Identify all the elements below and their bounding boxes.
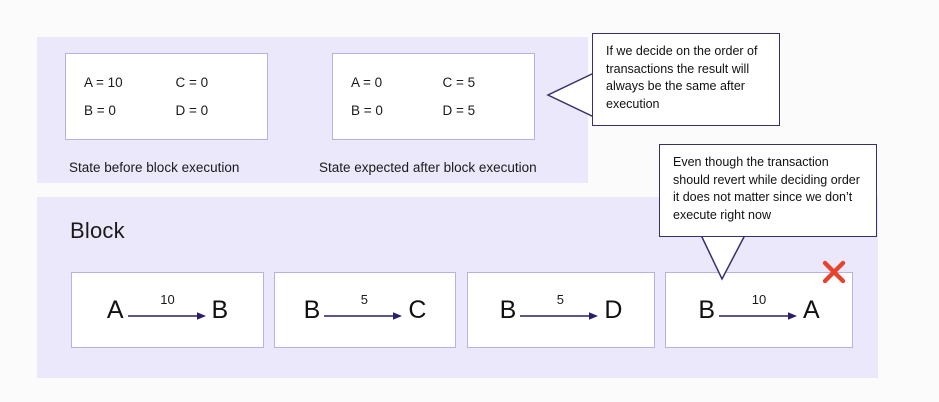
transaction-box-3: B 5 D	[467, 272, 655, 348]
state-box-before: A = 10 C = 0 B = 0 D = 0	[65, 53, 268, 140]
state-cell-d-after: D = 5	[442, 103, 476, 118]
state-cell-c-before: C = 0	[175, 74, 209, 90]
state-box-after: A = 0 C = 5 B = 0 D = 5	[332, 53, 535, 140]
transfer-arrow-icon: 5	[519, 292, 601, 325]
transfer-arrow-icon: 5	[323, 292, 405, 325]
transaction-content-4: B 10 A	[666, 273, 852, 347]
transaction-box-2: B 5 C	[274, 272, 456, 348]
transaction-amount-4: 10	[751, 292, 767, 307]
transaction-content-2: B 5 C	[275, 273, 455, 347]
callout-revert: Even though the transaction should rever…	[659, 144, 877, 237]
transaction-amount-1: 10	[160, 292, 175, 307]
callout-order: If we decide on the order of transaction…	[592, 33, 780, 126]
transaction-box-1: A 10 B	[71, 272, 264, 348]
state-cell-b-before: B = 0	[84, 103, 116, 118]
transaction-amount-3: 5	[556, 292, 564, 307]
caption-state-after: State expected after block execution	[319, 160, 537, 175]
state-grid-before: A = 10 C = 0 B = 0 D = 0	[66, 54, 267, 139]
transfer-arrow-icon: 10	[127, 292, 209, 325]
transaction-to-3: D	[604, 295, 623, 324]
state-grid-after: A = 0 C = 5 B = 0 D = 5	[333, 54, 534, 139]
callout-revert-tail	[700, 232, 760, 283]
transfer-arrow-icon: 10	[718, 292, 800, 325]
state-cell-a-after: A = 0	[351, 74, 383, 90]
transaction-amount-2: 5	[360, 292, 368, 307]
state-cell-d-before: D = 0	[175, 103, 209, 118]
transaction-from-3: B	[499, 295, 517, 324]
callout-revert-text: Even though the transaction should rever…	[673, 155, 860, 222]
transaction-to-4: A	[803, 295, 820, 324]
block-title: Block	[70, 218, 125, 243]
callout-order-text: If we decide on the order of transaction…	[606, 44, 758, 111]
transaction-content-3: B 5 D	[468, 273, 654, 347]
transaction-from-1: A	[106, 295, 124, 324]
callout-order-tail	[546, 71, 596, 119]
transaction-content-1: A 10 B	[72, 273, 263, 347]
transaction-to-2: C	[408, 295, 427, 324]
transaction-from-4: B	[698, 295, 715, 324]
transaction-from-2: B	[303, 295, 321, 324]
transaction-to-1: B	[211, 295, 229, 324]
state-cell-c-after: C = 5	[442, 74, 476, 90]
caption-state-before: State before block execution	[69, 160, 240, 175]
revert-x-icon	[821, 259, 847, 285]
state-cell-b-after: B = 0	[351, 103, 383, 118]
state-cell-a-before: A = 10	[84, 74, 123, 90]
transaction-box-4: B 10 A	[665, 272, 853, 348]
